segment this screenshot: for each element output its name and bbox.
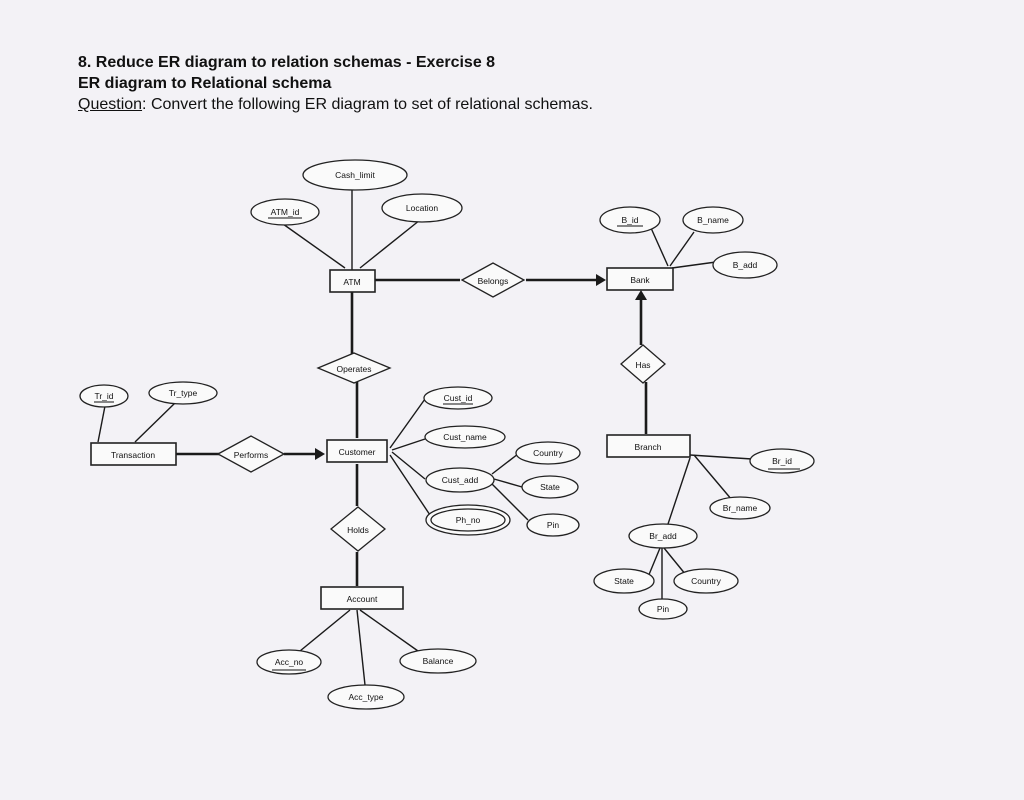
attribute-br-id: Br_id bbox=[749, 448, 815, 474]
relationship-has: Has bbox=[620, 344, 666, 384]
relationship-holds: Holds bbox=[329, 506, 387, 552]
entity-atm: ATM bbox=[329, 269, 376, 293]
svg-text:Country: Country bbox=[691, 576, 722, 586]
question-line: Question: Convert the following ER diagr… bbox=[78, 94, 798, 115]
attribute-b-name: B_name bbox=[682, 206, 744, 234]
entity-transaction: Transaction bbox=[90, 442, 177, 466]
svg-text:Balance: Balance bbox=[423, 656, 454, 666]
svg-text:Cust_id: Cust_id bbox=[444, 393, 473, 403]
attribute-br-add: Br_add bbox=[628, 523, 698, 549]
svg-text:Operates: Operates bbox=[337, 364, 372, 374]
entity-bank: Bank bbox=[606, 267, 674, 291]
attribute-tr-type: Tr_type bbox=[148, 381, 218, 405]
attribute-cust-name: Cust_name bbox=[424, 425, 506, 449]
svg-text:State: State bbox=[614, 576, 634, 586]
attribute-acc-type: Acc_type bbox=[327, 684, 405, 710]
svg-text:Account: Account bbox=[347, 594, 378, 604]
svg-text:B_id: B_id bbox=[621, 215, 638, 225]
svg-text:Bank: Bank bbox=[630, 275, 650, 285]
attribute-b-add: B_add bbox=[712, 251, 778, 279]
svg-text:Cust_add: Cust_add bbox=[442, 475, 479, 485]
connector-lines bbox=[97, 190, 753, 686]
entity-branch: Branch bbox=[606, 434, 691, 458]
exercise-subtitle: ER diagram to Relational schema bbox=[78, 75, 332, 92]
exercise-title: 8. Reduce ER diagram to relation schemas… bbox=[78, 54, 496, 71]
svg-text:Br_id: Br_id bbox=[772, 456, 792, 466]
attribute-atm-id: ATM_id bbox=[250, 198, 320, 226]
attribute-br-state: State bbox=[593, 568, 655, 594]
svg-text:Tr_type: Tr_type bbox=[169, 388, 198, 398]
svg-text:ATM: ATM bbox=[343, 277, 360, 287]
attribute-country: Country bbox=[515, 441, 581, 465]
svg-text:Holds: Holds bbox=[347, 525, 369, 535]
attribute-cust-id: Cust_id bbox=[423, 386, 493, 410]
svg-text:Ph_no: Ph_no bbox=[456, 515, 481, 525]
attribute-br-name: Br_name bbox=[709, 496, 771, 520]
svg-text:B_add: B_add bbox=[733, 260, 758, 270]
attribute-pin: Pin bbox=[526, 513, 580, 537]
svg-text:Belongs: Belongs bbox=[478, 276, 509, 286]
svg-text:Acc_type: Acc_type bbox=[349, 692, 384, 702]
svg-text:Location: Location bbox=[406, 203, 438, 213]
svg-text:B_name: B_name bbox=[697, 215, 729, 225]
attribute-balance: Balance bbox=[399, 648, 477, 674]
attribute-cust-add: Cust_add bbox=[425, 467, 495, 493]
svg-text:Br_add: Br_add bbox=[649, 531, 677, 541]
relationship-operates: Operates bbox=[316, 352, 392, 384]
svg-text:Acc_no: Acc_no bbox=[275, 657, 304, 667]
svg-text:State: State bbox=[540, 482, 560, 492]
exercise-header: 8. Reduce ER diagram to relation schemas… bbox=[78, 52, 798, 115]
attribute-ph-no-multivalued: Ph_no bbox=[425, 504, 511, 536]
attribute-acc-no: Acc_no bbox=[256, 649, 322, 675]
question-text: : Convert the following ER diagram to se… bbox=[142, 96, 593, 113]
svg-text:Pin: Pin bbox=[547, 520, 560, 530]
svg-text:Country: Country bbox=[533, 448, 564, 458]
entity-customer: Customer bbox=[326, 439, 388, 463]
svg-text:Br_name: Br_name bbox=[723, 503, 758, 513]
svg-text:Pin: Pin bbox=[657, 604, 670, 614]
svg-text:Cash_limit: Cash_limit bbox=[335, 170, 375, 180]
svg-text:Branch: Branch bbox=[635, 442, 662, 452]
svg-text:Performs: Performs bbox=[234, 450, 268, 460]
attribute-state: State bbox=[521, 475, 579, 499]
svg-text:Has: Has bbox=[635, 360, 650, 370]
svg-text:Transaction: Transaction bbox=[111, 450, 155, 460]
attribute-b-id: B_id bbox=[599, 206, 661, 234]
svg-text:Tr_id: Tr_id bbox=[94, 391, 113, 401]
relationship-belongs: Belongs bbox=[460, 262, 526, 298]
relationship-performs: Performs bbox=[216, 435, 286, 473]
entity-account: Account bbox=[320, 586, 404, 610]
attribute-br-pin: Pin bbox=[638, 598, 688, 620]
svg-text:ATM_id: ATM_id bbox=[271, 207, 300, 217]
svg-text:Cust_name: Cust_name bbox=[443, 432, 487, 442]
attribute-br-country: Country bbox=[673, 568, 739, 594]
attribute-location: Location bbox=[381, 193, 463, 223]
attribute-tr-id: Tr_id bbox=[79, 384, 129, 408]
attribute-cash-limit: Cash_limit bbox=[302, 159, 408, 191]
svg-text:Customer: Customer bbox=[339, 447, 376, 457]
question-label: Question bbox=[78, 96, 143, 113]
